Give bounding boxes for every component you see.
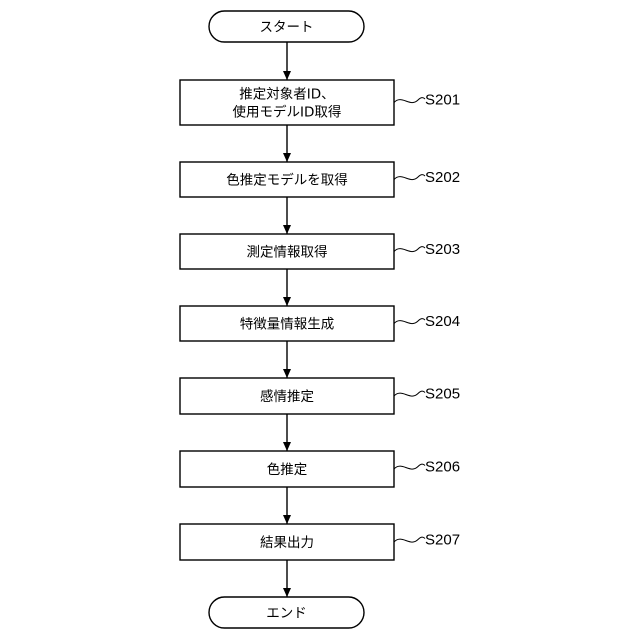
step-label-leader [394,247,425,252]
end-terminal: エンド [209,597,364,628]
step-s201-line-2: 使用モデルID取得 [233,104,342,121]
step-s202-label: 色推定モデルを取得 [226,172,348,189]
step-s204-label: 特徴量情報生成 [240,317,335,333]
step-s206-id: S206 [425,459,460,476]
step-s205-label: 感情推定 [260,388,314,405]
step-s204-id: S204 [425,313,460,330]
step-label-leader [394,391,425,396]
step-s205: 感情推定 S205 [180,378,460,414]
start-label: スタート [260,20,314,36]
step-s203-id: S203 [425,241,460,258]
step-label-leader [394,98,425,103]
step-label-leader [394,175,425,180]
start-terminal: スタート [209,11,364,42]
step-s207: 結果出力 S207 [180,524,460,560]
step-s207-id: S207 [425,532,460,549]
step-label-leader [394,537,425,542]
end-label: エンド [266,606,307,622]
step-s201-line-1: 推定対象者ID、 [239,87,334,103]
step-label-leader [394,464,425,469]
step-s206: 色推定 S206 [180,451,460,487]
step-s207-label: 結果出力 [260,535,314,551]
step-s206-label: 色推定 [267,461,308,478]
step-s202-id: S202 [425,169,460,186]
step-s203: 測定情報取得 S203 [180,234,460,269]
step-s204: 特徴量情報生成 S204 [180,306,460,341]
step-s203-label: 測定情報取得 [247,244,328,261]
step-s205-id: S205 [425,386,460,403]
step-s201: 推定対象者ID、 使用モデルID取得 S201 [180,80,460,125]
step-s202: 色推定モデルを取得 S202 [180,162,460,197]
step-label-leader [394,319,425,324]
step-s201-id: S201 [425,92,460,109]
